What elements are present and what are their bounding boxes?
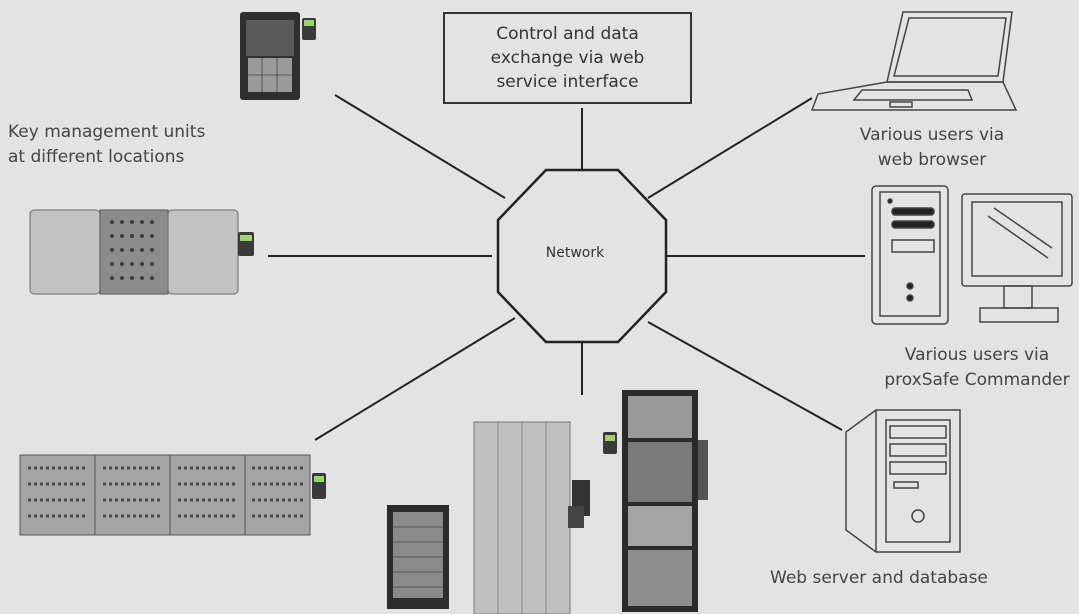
interface-text-line2: exchange via web [490, 48, 645, 68]
web-service-interface-box: Control and data exchange via web servic… [443, 12, 692, 104]
locker-small-icon [387, 505, 449, 609]
laptop-icon [810, 11, 1018, 111]
interface-text-line3: service interface [496, 72, 639, 92]
desktop-pc-icon [871, 185, 1073, 325]
web-browser-label: Various users via web browser [842, 123, 1022, 173]
line-to-bottom-left-unit [314, 317, 516, 441]
connector-lines [268, 94, 865, 441]
key-cabinet-small-icon [240, 12, 316, 100]
locker-tall-grey-icon [473, 421, 590, 614]
proxsafe-commander-label-line2: proxSafe Commander [884, 370, 1070, 390]
locker-tall-dark-icon [603, 390, 708, 612]
interface-text-line1: Control and data [496, 24, 639, 44]
key-management-label: Key management units at different locati… [8, 120, 205, 170]
key-cabinet-modular-icon [29, 209, 254, 295]
web-browser-label-line2: web browser [877, 150, 987, 170]
line-to-server [647, 321, 843, 431]
network-label: Network [545, 245, 605, 261]
line-to-top-left-unit [334, 94, 506, 199]
line-to-laptop [647, 97, 813, 199]
proxsafe-commander-label-line1: Various users via [904, 345, 1050, 365]
proxsafe-commander-label: Various users via proxSafe Commander [877, 343, 1077, 393]
server-tower-icon [845, 409, 961, 553]
web-server-label: Web server and database [770, 568, 988, 588]
web-browser-label-line1: Various users via [859, 125, 1005, 145]
key-cabinet-wide-icon [19, 454, 326, 536]
key-management-label-line2: at different locations [8, 147, 185, 167]
key-management-label-line1: Key management units [8, 122, 206, 142]
network-octagon [496, 168, 668, 344]
